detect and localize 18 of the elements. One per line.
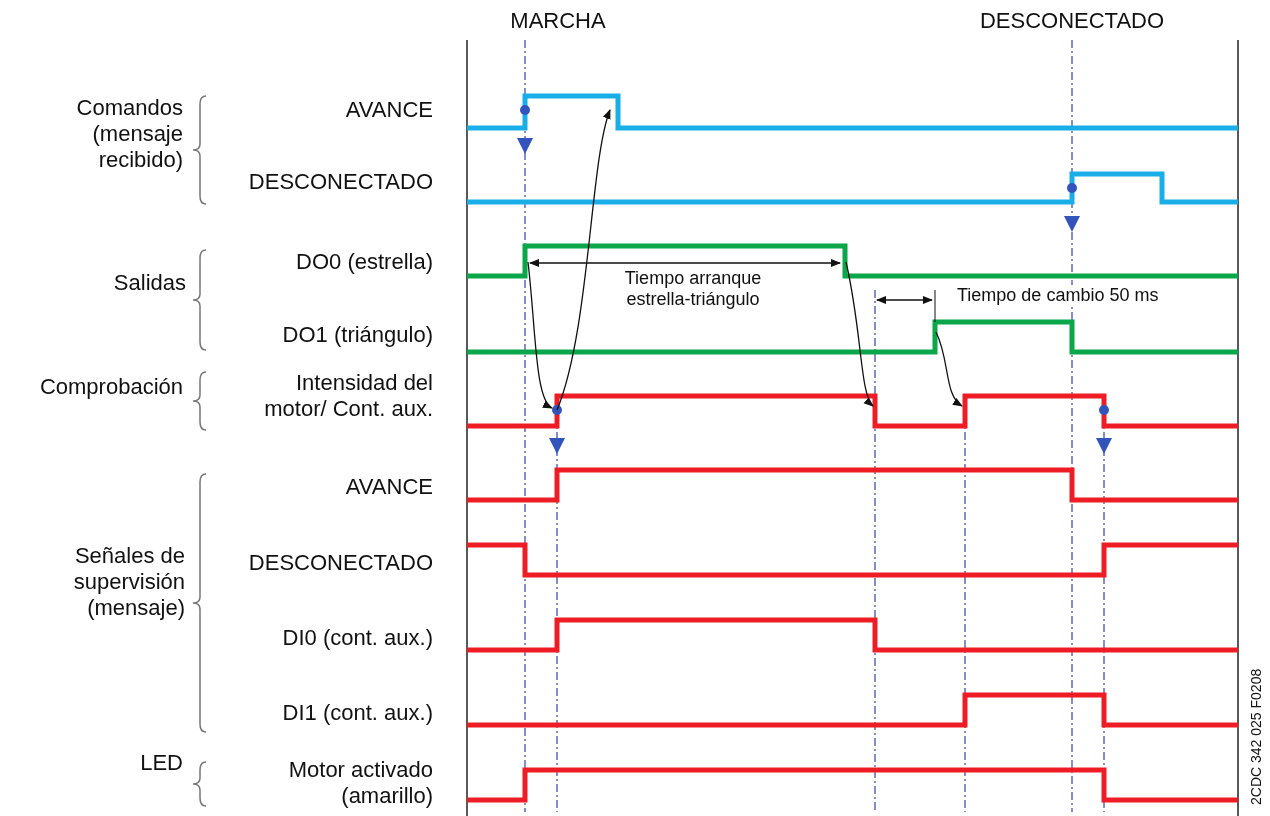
- signal-label: DO0 (estrella): [295, 249, 433, 275]
- group-label: Señales de supervisión (mensaje): [72, 543, 185, 621]
- signal-label: DI0 (cont. aux.): [281, 625, 433, 651]
- signal-label: DESCONECTADO: [247, 550, 433, 576]
- signal-label: DESCONECTADO: [247, 169, 433, 195]
- signal-label: Motor activado (amarillo): [287, 757, 433, 809]
- signal-label: AVANCE: [344, 97, 433, 123]
- signal-label: AVANCE: [344, 474, 433, 500]
- signal-label: DI1 (cont. aux.): [281, 700, 433, 726]
- group-label: Salidas: [112, 270, 186, 296]
- signal-label: DO1 (triángulo): [281, 322, 433, 348]
- group-label: Comprobación: [38, 374, 183, 400]
- figure-code: 2CDC 342 025 F0208: [1248, 668, 1264, 805]
- group-label: Comandos (mensaje recibido): [75, 95, 183, 173]
- group-label: LED: [139, 750, 183, 776]
- phase-label: MARCHA: [509, 8, 607, 34]
- signal-label: Intensidad del motor/ Cont. aux.: [263, 370, 433, 422]
- phase-label: DESCONECTADO: [978, 8, 1166, 34]
